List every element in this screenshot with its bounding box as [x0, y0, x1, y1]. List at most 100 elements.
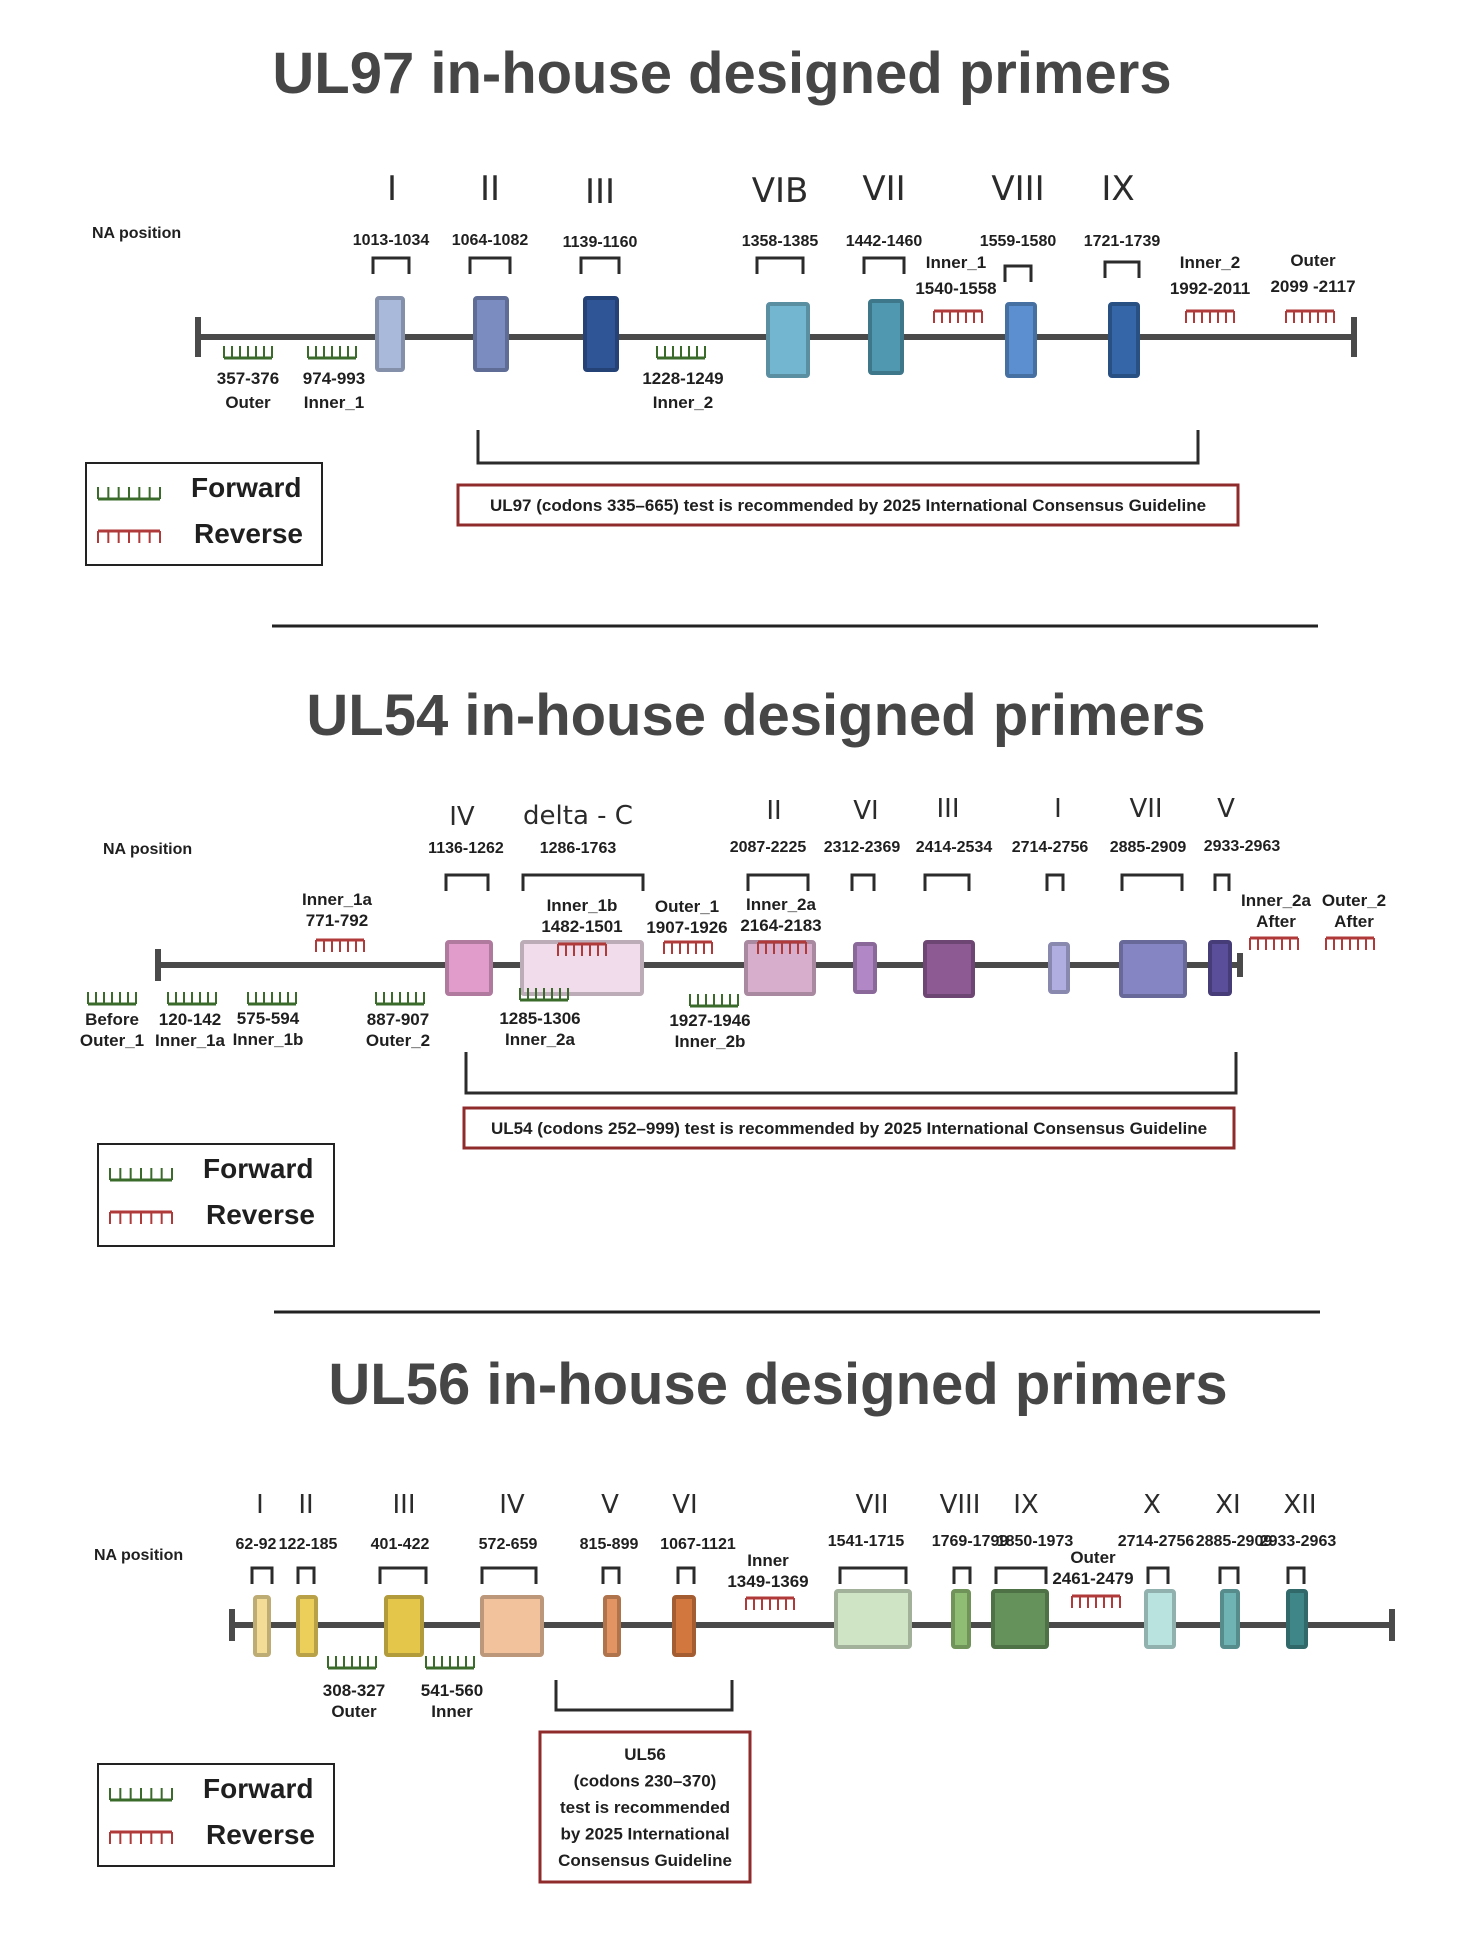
- region-roman-label: XI: [1215, 1490, 1240, 1520]
- region-roman-label: IX: [1013, 1490, 1038, 1520]
- region-box: [473, 296, 509, 372]
- region-roman-label: VI: [853, 796, 878, 826]
- region-range-label: 815-899: [580, 1536, 639, 1553]
- codon-range-bracket: [554, 1680, 734, 1712]
- region-bracket: [444, 873, 490, 891]
- primer-label: 2164-2183: [740, 916, 821, 935]
- forward-primer-symbol: [167, 992, 217, 1006]
- primer-label: 1540-1558: [915, 279, 996, 298]
- region-bracket: [838, 1566, 908, 1584]
- region-range-label: 2714-2756: [1118, 1533, 1195, 1550]
- forward-primer-symbol: [425, 1656, 475, 1670]
- region-range-label: 1769-1799: [932, 1533, 1009, 1550]
- primer-label: Inner: [747, 1551, 789, 1570]
- primer-label: Outer_2: [366, 1031, 430, 1050]
- primer-label: 1482-1501: [541, 917, 622, 936]
- region-range-label: 1136-1262: [428, 840, 504, 857]
- region-range-label: 1559-1580: [980, 233, 1057, 250]
- forward-primer-symbol: [519, 988, 569, 1002]
- primer-label: Outer: [225, 393, 271, 412]
- region-range-label: 401-422: [371, 1536, 430, 1553]
- primer-label: Inner_2: [653, 393, 713, 412]
- region-roman-label: V: [601, 1490, 619, 1520]
- primer-label: After: [1256, 912, 1296, 931]
- region-roman-label: VII: [862, 169, 905, 209]
- region-bracket: [923, 873, 971, 891]
- forward-legend-symbol: [97, 487, 161, 501]
- primer-label: Inner: [431, 1702, 473, 1721]
- primer-label: 771-792: [306, 911, 368, 930]
- region-box: [1108, 302, 1140, 378]
- forward-primer-symbol: [327, 1656, 377, 1670]
- region-box: [296, 1595, 318, 1657]
- region-bracket: [994, 1566, 1048, 1584]
- primer-label: Inner_1: [926, 253, 986, 272]
- panel-ul97: UL97 in-house designed primers NA positio…: [85, 41, 1357, 628]
- region-range-label: 122-185: [279, 1536, 338, 1553]
- primer-label: Outer: [1070, 1548, 1116, 1567]
- primer-label: Inner_2a: [505, 1030, 575, 1049]
- forward-primer-symbol: [87, 992, 137, 1006]
- region-range-label: 572-659: [479, 1536, 538, 1553]
- region-bracket: [371, 256, 411, 274]
- region-range-label: 1442-1460: [846, 233, 923, 250]
- region-roman-label: III: [585, 172, 615, 212]
- panel-title: UL97 in-house designed primers: [272, 41, 1171, 106]
- region-range-label: 1139-1160: [563, 234, 638, 251]
- region-roman-label: VIII: [991, 169, 1044, 209]
- region-roman-label: III: [936, 794, 959, 824]
- region-bracket: [601, 1566, 621, 1584]
- region-bracket: [378, 1566, 428, 1584]
- region-roman-label: IX: [1101, 169, 1134, 209]
- reverse-primer-symbol: [933, 309, 983, 323]
- region-box: [923, 940, 975, 998]
- primer-label: Outer_1: [80, 1031, 144, 1050]
- region-roman-label: XII: [1283, 1490, 1316, 1520]
- primer-label: Inner_1a: [155, 1031, 225, 1050]
- primer-label: 1349-1369: [727, 1572, 808, 1591]
- reverse-primer-symbol: [557, 942, 607, 956]
- region-box: [853, 942, 877, 994]
- legend-box: [97, 1763, 335, 1867]
- recommendation-text: UL97 (codons 335–665) test is recommende…: [490, 496, 1206, 515]
- primer-label: Inner_1b: [233, 1030, 304, 1049]
- region-roman-label: II: [480, 169, 500, 209]
- legend-forward-label: Forward: [203, 1773, 313, 1804]
- reverse-primer-symbol: [1249, 936, 1299, 950]
- region-range-label: 2885-2909: [1110, 839, 1187, 856]
- reverse-primer-symbol: [757, 940, 807, 954]
- forward-primer-symbol: [247, 992, 297, 1006]
- region-box: [1005, 302, 1037, 378]
- reverse-primer-symbol: [1071, 1594, 1121, 1608]
- region-roman-label: V: [1217, 794, 1235, 824]
- region-box: [951, 1589, 971, 1649]
- region-box: [834, 1589, 912, 1649]
- region-roman-label: VII: [1129, 794, 1162, 824]
- primer-label: Outer: [331, 1702, 377, 1721]
- region-range-label: 1721-1739: [1084, 233, 1161, 250]
- legend-reverse-label: Reverse: [194, 518, 303, 549]
- region-bracket: [755, 256, 805, 274]
- region-bracket: [1218, 1566, 1240, 1584]
- region-bracket: [250, 1566, 274, 1584]
- region-bracket: [1286, 1566, 1306, 1584]
- region-roman-label: VI: [672, 1490, 697, 1520]
- region-range-label: 1358-1385: [742, 233, 819, 250]
- region-box: [672, 1595, 696, 1657]
- primer-label: Inner_2a: [746, 895, 816, 914]
- primer-label: 1992-2011: [1170, 279, 1250, 298]
- region-range-label: 2312-2369: [824, 839, 901, 856]
- recommendation-box: [538, 1730, 752, 1884]
- primer-label: Inner_1: [304, 393, 364, 412]
- region-roman-label: II: [298, 1490, 313, 1520]
- region-range-label: 1013-1034: [353, 232, 430, 249]
- primer-label: 2461-2479: [1052, 1569, 1133, 1588]
- region-roman-label: III: [392, 1490, 415, 1520]
- legend-forward-label: Forward: [191, 472, 301, 503]
- primer-label: Before: [85, 1010, 139, 1029]
- region-bracket: [676, 1566, 696, 1584]
- na-position-label: NA position: [92, 225, 181, 242]
- region-roman-label: delta - C: [523, 801, 633, 831]
- recommendation-text: Consensus Guideline: [558, 1851, 732, 1870]
